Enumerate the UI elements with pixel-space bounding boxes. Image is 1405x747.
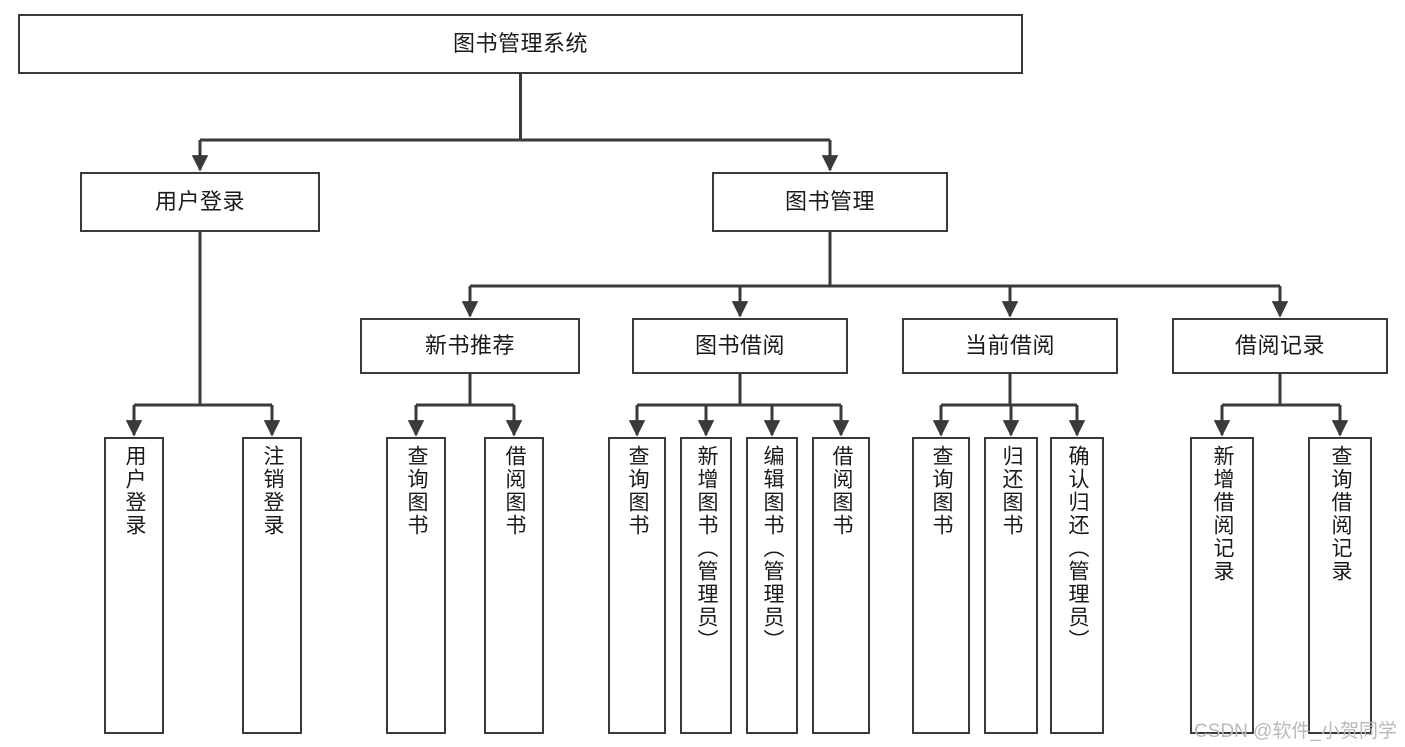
node-label: 图书管理系统 [452, 31, 588, 57]
node-label: 借阅图书 [503, 445, 527, 537]
node-label: 查询图书 [405, 445, 429, 537]
node-leaf-new-1[interactable]: 查询图书 [386, 437, 446, 734]
node-newbook[interactable]: 新书推荐 [360, 318, 580, 374]
node-leaf-cur-3[interactable]: 确认归还（管理员） [1050, 437, 1104, 734]
node-label: 查询图书 [626, 445, 650, 537]
node-label: 归还图书 [1000, 445, 1024, 537]
node-leaf-bor-2[interactable]: 新增图书（管理员） [680, 437, 732, 734]
node-records[interactable]: 借阅记录 [1172, 318, 1388, 374]
node-leaf-login-1[interactable]: 用户登录 [104, 437, 164, 734]
node-label: 注销登录 [261, 445, 285, 537]
node-label: 用户登录 [154, 189, 245, 215]
node-label: 新增图书（管理员） [695, 445, 719, 652]
node-leaf-rec-1[interactable]: 新增借阅记录 [1190, 437, 1254, 734]
node-root[interactable]: 图书管理系统 [18, 14, 1023, 74]
node-label: 图书管理 [784, 189, 875, 215]
node-label: 当前借阅 [964, 333, 1055, 359]
node-label: 确认归还（管理员） [1066, 445, 1090, 652]
node-borrow[interactable]: 图书借阅 [632, 318, 848, 374]
node-label: 图书借阅 [694, 333, 785, 359]
node-leaf-new-2[interactable]: 借阅图书 [484, 437, 544, 734]
node-label: 用户登录 [123, 445, 147, 537]
node-leaf-rec-2[interactable]: 查询借阅记录 [1308, 437, 1372, 734]
node-leaf-bor-4[interactable]: 借阅图书 [812, 437, 870, 734]
node-label: 借阅图书 [830, 445, 854, 537]
node-label: 查询图书 [930, 445, 954, 537]
node-login[interactable]: 用户登录 [80, 172, 320, 232]
node-leaf-cur-2[interactable]: 归还图书 [984, 437, 1038, 734]
node-current[interactable]: 当前借阅 [902, 318, 1118, 374]
node-leaf-bor-1[interactable]: 查询图书 [608, 437, 666, 734]
node-leaf-bor-3[interactable]: 编辑图书（管理员） [746, 437, 798, 734]
node-label: 编辑图书（管理员） [761, 445, 785, 652]
node-bookmgmt[interactable]: 图书管理 [712, 172, 948, 232]
node-leaf-cur-1[interactable]: 查询图书 [912, 437, 970, 734]
node-label: 新增借阅记录 [1211, 445, 1235, 583]
node-label: 查询借阅记录 [1329, 445, 1353, 583]
watermark-text: CSDN @软件_小贺同学 [1194, 721, 1397, 742]
node-leaf-login-2[interactable]: 注销登录 [242, 437, 302, 734]
node-label: 新书推荐 [424, 333, 515, 359]
node-label: 借阅记录 [1234, 333, 1325, 359]
